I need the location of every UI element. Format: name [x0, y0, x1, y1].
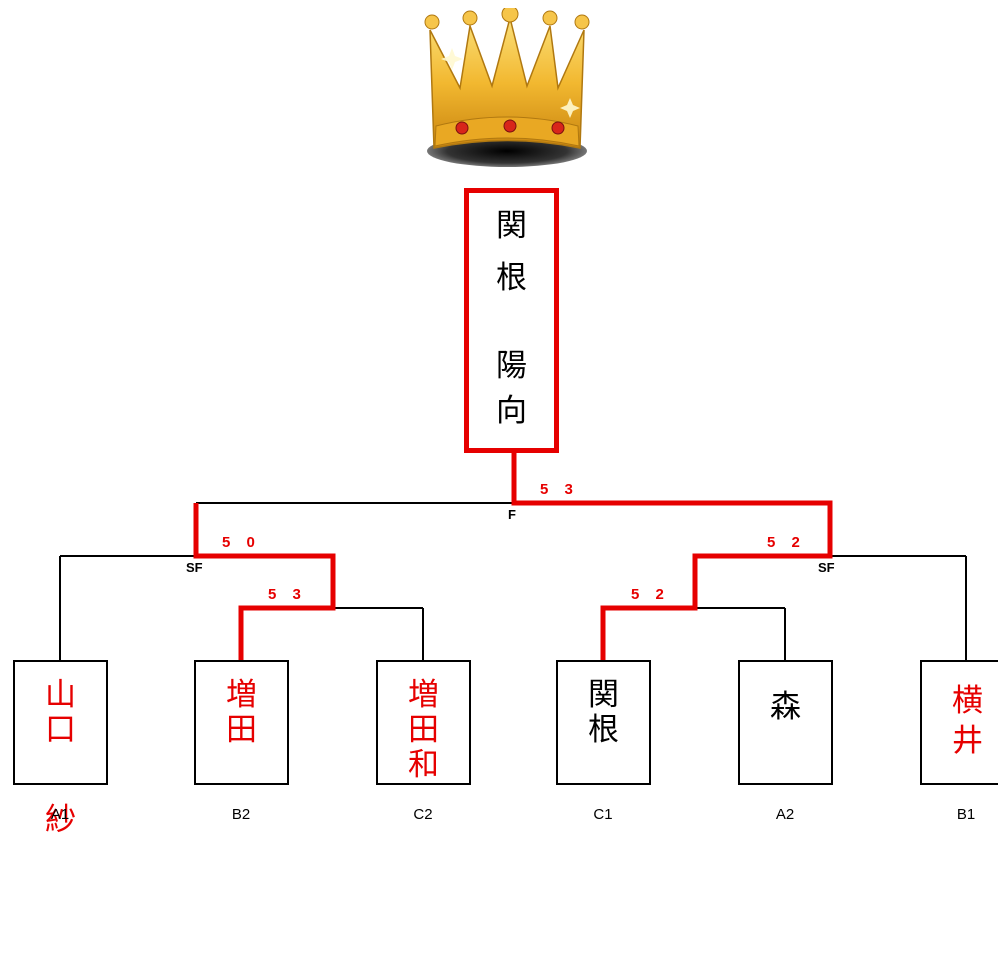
champion-box: 関 根 陽 向 — [464, 188, 559, 453]
crown-icon — [424, 8, 590, 167]
round-label-sf-right: SF — [818, 560, 835, 575]
player-c1-char-2: 根 — [588, 712, 619, 748]
final-score: 5 3 — [540, 481, 579, 498]
winner-path-b2 — [193, 503, 336, 662]
player-a2-char-1: 森 — [770, 689, 801, 725]
champion-name-char-1: 関 — [496, 208, 527, 244]
seed-label-a1: A1 — [50, 806, 70, 823]
winner-path-champion — [511, 452, 833, 662]
player-b1-char-2: 井 — [952, 723, 983, 759]
sf-left-score: 5 0 — [222, 534, 261, 551]
player-box-a1: 山 口 紗 — [13, 660, 108, 836]
qf-left-score: 5 3 — [268, 586, 307, 603]
player-box-c1: 関 根 — [556, 660, 651, 785]
player-b2-char-2: 田 — [226, 712, 257, 748]
seed-label-b2: B2 — [231, 806, 251, 823]
player-box-b1: 横 井 — [920, 660, 998, 785]
player-box-b2: 増 田 — [194, 660, 289, 785]
seed-label-a2: A2 — [775, 806, 795, 823]
player-box-c2: 増 田 和 — [376, 660, 471, 785]
player-a1-char-2: 口 — [45, 712, 76, 748]
champion-name-char-4: 向 — [496, 393, 527, 429]
player-b2-char-1: 増 — [226, 677, 257, 713]
round-label-sf-left: SF — [186, 560, 203, 575]
player-c2-char-1: 増 — [408, 677, 439, 713]
seed-label-b1: B1 — [956, 806, 976, 823]
player-a1-char-1: 山 — [45, 677, 76, 713]
seed-label-c1: C1 — [593, 806, 613, 823]
qf-right-score: 5 2 — [631, 586, 670, 603]
champion-name-char-2: 根 — [496, 260, 527, 296]
round-label-final: F — [508, 507, 516, 522]
player-c2-char-3: 和 — [408, 747, 439, 783]
seed-label-c2: C2 — [413, 806, 433, 823]
sf-right-score: 5 2 — [767, 534, 806, 551]
player-c1-char-1: 関 — [588, 677, 619, 713]
player-box-a2: 森 — [738, 660, 833, 785]
player-a1-char-3: 紗 — [45, 802, 76, 838]
player-b1-char-1: 横 — [952, 683, 983, 719]
player-c2-char-2: 田 — [408, 712, 439, 748]
champion-name-char-3: 陽 — [496, 348, 527, 384]
